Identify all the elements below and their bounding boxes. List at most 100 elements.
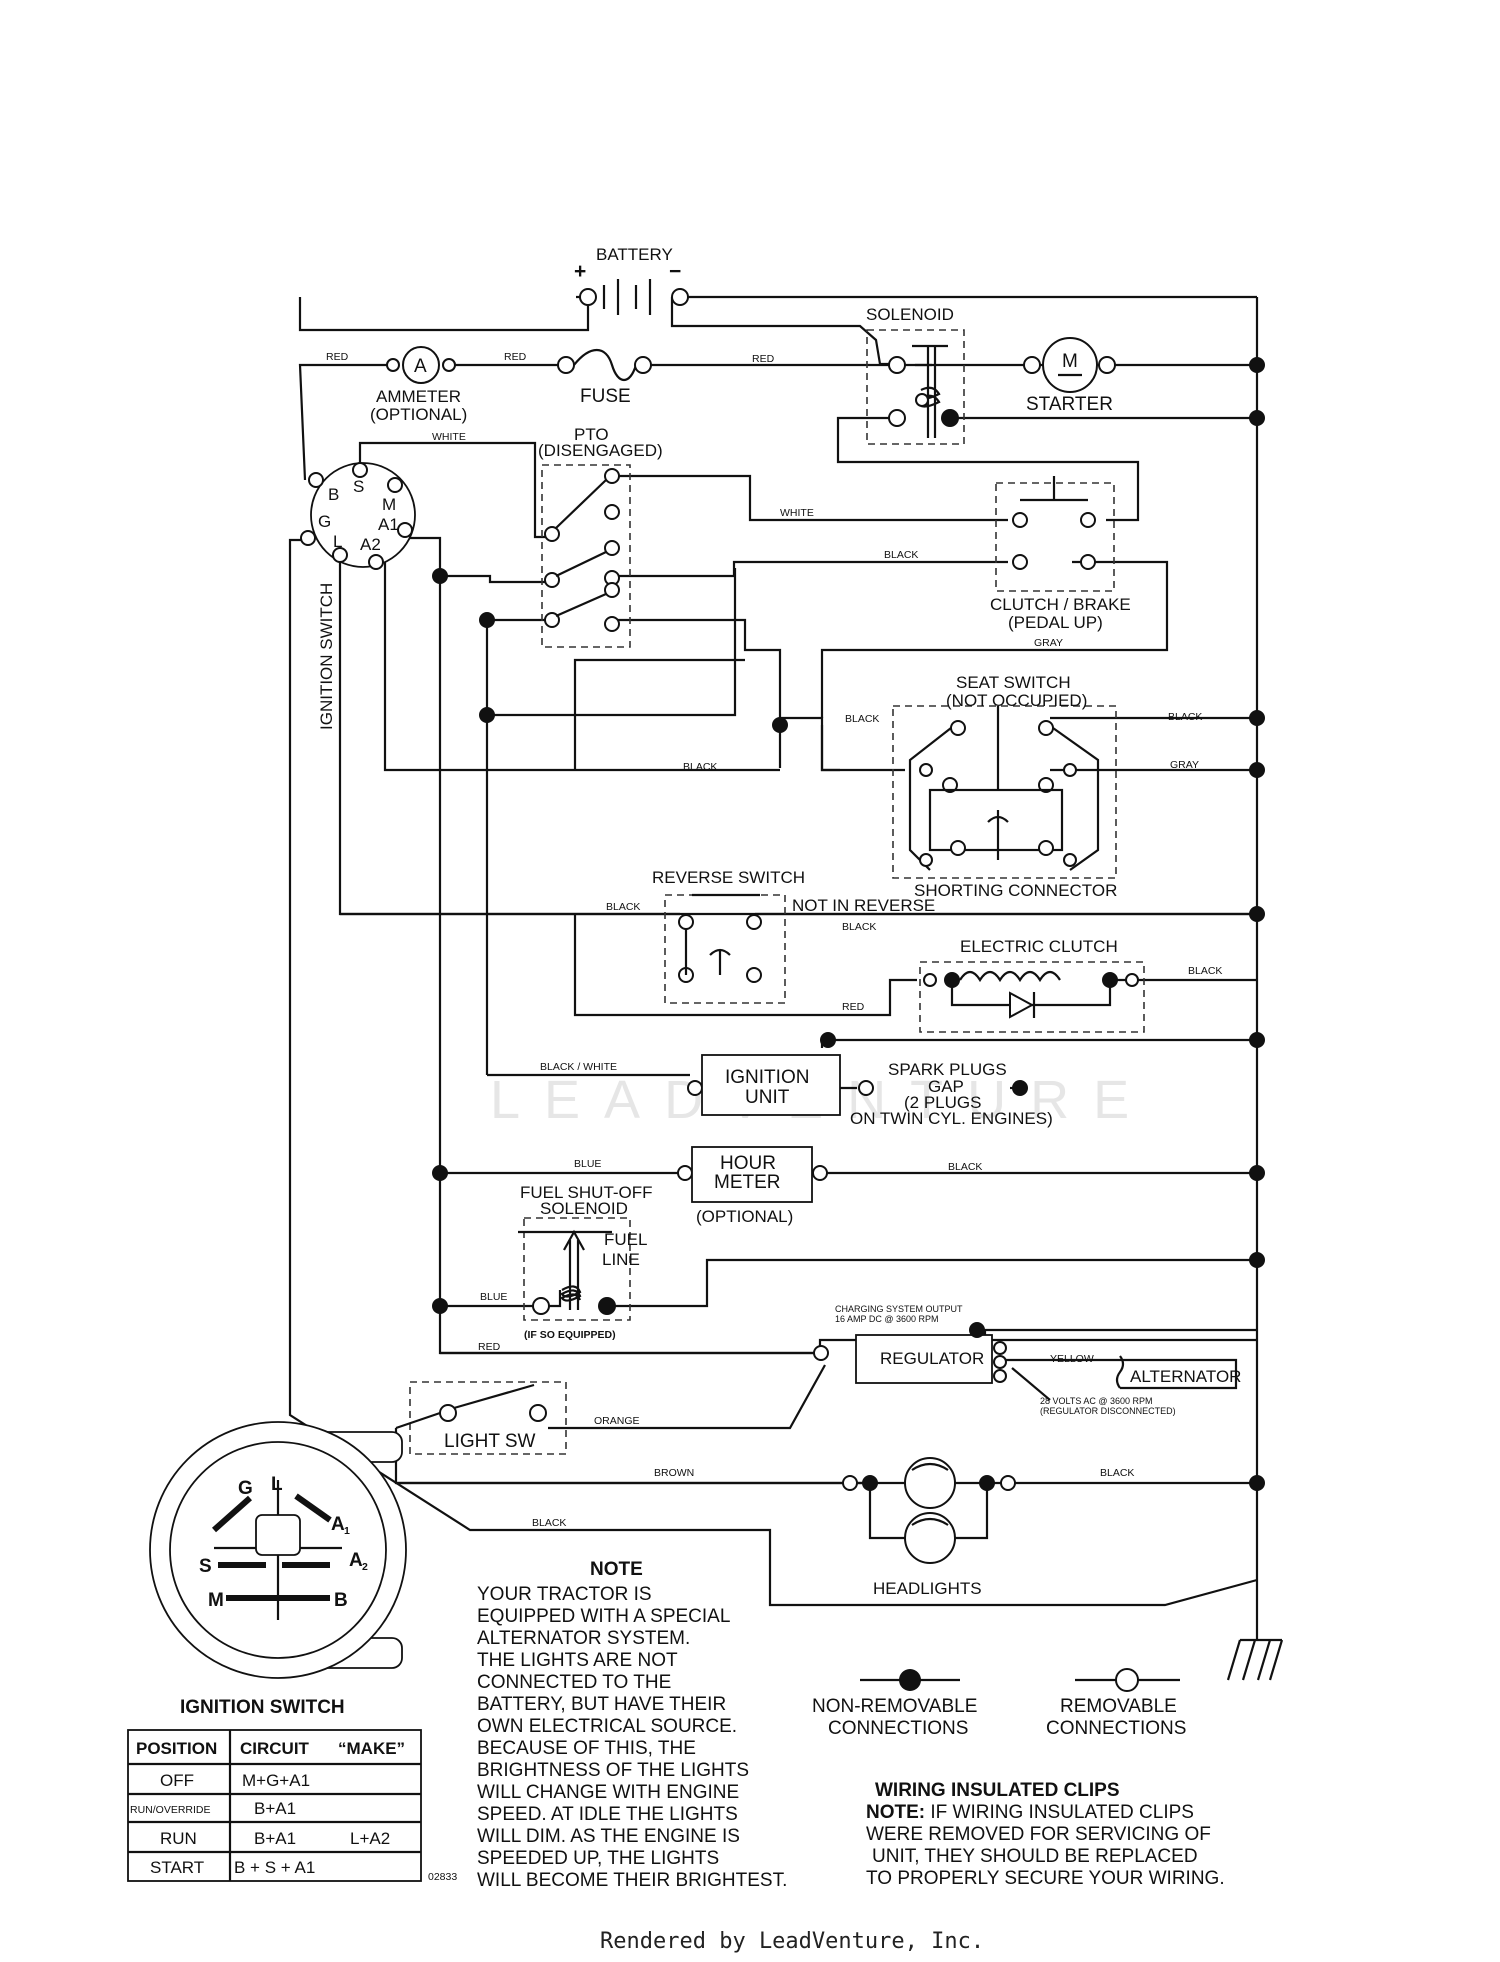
table-header-make: “MAKE”: [338, 1739, 405, 1758]
note-line: SPEEDED UP, THE LIGHTS: [477, 1848, 719, 1869]
spark-plugs-label-2: GAP: [928, 1077, 964, 1096]
charging-label-2: 16 AMP DC @ 3600 RPM: [835, 1314, 939, 1324]
clips-title: WIRING INSULATED CLIPS: [875, 1780, 1120, 1801]
reverse-switch-label: REVERSE SWITCH: [652, 868, 805, 887]
note-line: WILL CHANGE WITH ENGINE: [477, 1782, 739, 1803]
face-l: L: [271, 1474, 283, 1495]
wires: [288, 295, 1284, 1681]
starter-label: STARTER: [1026, 394, 1113, 415]
note-line: EQUIPPED WITH A SPECIAL: [477, 1606, 730, 1627]
table-row-start-position: START: [150, 1858, 204, 1877]
wire-red-2: RED: [504, 351, 527, 363]
ignition-table-title: IGNITION SWITCH: [180, 1697, 345, 1718]
wire-yellow: YELLOW: [1050, 1353, 1094, 1365]
clutch-brake-label-2: (PEDAL UP): [1008, 613, 1103, 632]
wire-black-2: BLACK: [845, 713, 879, 725]
hour-meter-optional: (OPTIONAL): [696, 1207, 793, 1226]
pto-switch: PTO (DISENGAGED) WHITE BLACK: [538, 425, 918, 648]
battery-minus: −: [669, 260, 681, 283]
regulator-alternator: REGULATOR ALTERNATOR CHARGING SYSTEM OUT…: [813, 1304, 1241, 1416]
regulator-label: REGULATOR: [880, 1349, 984, 1368]
solenoid: SOLENOID: [866, 305, 965, 445]
clips-note: WIRING INSULATED CLIPS NOTE: IF WIRING I…: [866, 1780, 1225, 1889]
battery-plus: +: [574, 260, 586, 283]
wire-red-4: RED: [842, 1001, 865, 1013]
if-so-equipped-label: (IF SO EQUIPPED): [524, 1329, 616, 1341]
face-s: S: [199, 1556, 212, 1577]
footer-rendered-by: Rendered by LeadVenture, Inc.: [600, 1929, 984, 1954]
wire-gray-1: GRAY: [1034, 637, 1063, 649]
starter: M STARTER: [1023, 337, 1265, 426]
note-line: SPEED. AT IDLE THE LIGHTS: [477, 1804, 738, 1825]
seat-switch-label-1: SEAT SWITCH: [956, 673, 1071, 692]
legend-non-removable-2: CONNECTIONS: [828, 1718, 968, 1739]
motor-symbol: M: [1062, 351, 1078, 372]
ammeter-symbol: A: [414, 356, 427, 377]
face-b: B: [334, 1590, 348, 1611]
ignition-unit: IGNITION UNIT SPARK PLUGS GAP (2 PLUGS O…: [540, 1032, 1265, 1128]
fuel-solenoid-label-2: SOLENOID: [540, 1199, 628, 1218]
hour-meter: HOUR METER (OPTIONAL) BLUE BLACK: [432, 1146, 1265, 1226]
electric-clutch: ELECTRIC CLUTCH BLACK: [919, 937, 1222, 1033]
part-number: 02833: [428, 1871, 457, 1883]
wire-red-3: RED: [752, 353, 775, 365]
headlights-label: HEADLIGHTS: [873, 1579, 982, 1598]
table-header-position: POSITION: [136, 1739, 217, 1758]
face-a2: A: [349, 1550, 363, 1571]
ignition-unit-label-1: IGNITION: [725, 1067, 809, 1088]
hour-meter-label-1: HOUR: [720, 1153, 776, 1174]
shorting-connector-label: SHORTING CONNECTOR: [914, 881, 1117, 900]
term-b: B: [328, 485, 339, 504]
wire-red-5: RED: [478, 1341, 501, 1353]
table-row-run-make: L+A2: [350, 1829, 390, 1848]
note-line: YOUR TRACTOR IS: [477, 1584, 652, 1605]
ignition-switch-schematic: B S M G A1 L A2 IGNITION SWITCH WHITE: [300, 431, 466, 730]
spark-plugs-label-3: (2 PLUGS: [904, 1093, 981, 1112]
table-row-run-position: RUN: [160, 1829, 197, 1848]
wire-black-4: BLACK: [1168, 711, 1202, 723]
table-row-run-circuit: B+A1: [254, 1829, 296, 1848]
wire-white-1: WHITE: [432, 431, 466, 443]
note-line: CONNECTED TO THE: [477, 1672, 671, 1693]
ammeter: A AMMETER (OPTIONAL) RED RED: [326, 346, 527, 424]
wire-brown: BROWN: [654, 1467, 694, 1479]
clips-line-2: WERE REMOVED FOR SERVICING OF: [866, 1824, 1211, 1845]
light-sw-label: LIGHT SW: [444, 1431, 536, 1452]
fuel-line-label-2: LINE: [602, 1250, 640, 1269]
ammeter-label-1: AMMETER: [376, 387, 461, 406]
term-a1: A1: [378, 515, 399, 534]
pto-label-2: (DISENGAGED): [538, 441, 663, 460]
light-switch: LIGHT SW ORANGE BROWN: [395, 1381, 694, 1479]
note-line: THE LIGHTS ARE NOT: [477, 1650, 678, 1671]
wire-black-9: BLACK: [1100, 1467, 1134, 1479]
fuse-label: FUSE: [580, 386, 631, 407]
note-line: BATTERY, BUT HAVE THEIR: [477, 1694, 726, 1715]
clips-line-1: NOTE: IF WIRING INSULATED CLIPS: [866, 1802, 1194, 1823]
clips-line-3: UNIT, THEY SHOULD BE REPLACED: [872, 1846, 1198, 1867]
face-m: M: [208, 1590, 224, 1611]
wire-gray-2: GRAY: [1170, 759, 1199, 771]
ignition-switch-face: G L A 1 S A 2 M B: [149, 1421, 407, 1679]
term-l: L: [333, 532, 342, 551]
ignition-switch-vertical-label: IGNITION SWITCH: [317, 583, 336, 730]
charging-label-1: CHARGING SYSTEM OUTPUT: [835, 1304, 963, 1314]
pto-label-1: PTO: [574, 425, 609, 444]
battery: BATTERY + −: [574, 245, 689, 315]
hour-meter-label-2: METER: [714, 1172, 781, 1193]
note-line: BECAUSE OF THIS, THE: [477, 1738, 696, 1759]
battery-label: BATTERY: [596, 245, 673, 264]
term-s: S: [353, 477, 364, 496]
wire-red-1: RED: [326, 351, 349, 363]
note-line: ALTERNATOR SYSTEM.: [477, 1628, 690, 1649]
clutch-brake-switch: CLUTCH / BRAKE (PEDAL UP) GRAY: [990, 476, 1131, 649]
note-line: WILL DIM. AS THE ENGINE IS: [477, 1826, 740, 1847]
face-a1-sub: 1: [344, 1525, 350, 1537]
wire-black-3: BLACK: [683, 761, 717, 773]
legend-removable-2: CONNECTIONS: [1046, 1718, 1186, 1739]
wire-black-1: BLACK: [884, 549, 918, 561]
note-line: WILL BECOME THEIR BRIGHTEST.: [477, 1870, 787, 1891]
face-a1: A: [331, 1514, 345, 1535]
fuel-solenoid-label-1: FUEL SHUT-OFF: [520, 1183, 653, 1202]
clips-line-4: TO PROPERLY SECURE YOUR WIRING.: [866, 1868, 1225, 1889]
